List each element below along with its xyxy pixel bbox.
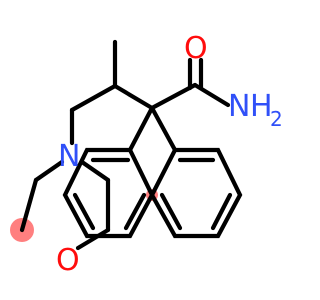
amide-hydrogen-label: H bbox=[250, 89, 273, 124]
amide-nitrogen-label: N bbox=[228, 89, 250, 124]
bond-c-carbonyl bbox=[149, 82, 198, 111]
morpholine-nitrogen-label: N bbox=[58, 139, 80, 174]
molecule-diagram: O N H 2 N O bbox=[10, 31, 283, 278]
right-ring-inner-2 bbox=[210, 192, 233, 231]
bond-o-morph-right bbox=[75, 227, 111, 251]
bond-n-morph-left bbox=[33, 159, 65, 183]
amide-h-count-label: 2 bbox=[270, 107, 283, 131]
bond-branch-ch2 bbox=[69, 83, 118, 113]
bond-quaternary-left-ring bbox=[127, 105, 155, 153]
bond-c-amide-n bbox=[192, 82, 231, 108]
left-ring-inner-3 bbox=[123, 192, 147, 231]
bond-quaternary-right-ring bbox=[149, 105, 178, 153]
left-ring-inner-2 bbox=[72, 192, 96, 231]
bond-morph-right-n bbox=[79, 159, 111, 183]
right-phenyl-ring bbox=[149, 147, 243, 239]
right-ring-inner-3 bbox=[159, 192, 183, 231]
bond-branch-quaternary bbox=[112, 83, 155, 111]
morpholine-oxygen-label: O bbox=[56, 243, 80, 278]
carbonyl-oxygen-label: O bbox=[184, 31, 208, 66]
bond-morph-left-down bbox=[19, 177, 39, 233]
